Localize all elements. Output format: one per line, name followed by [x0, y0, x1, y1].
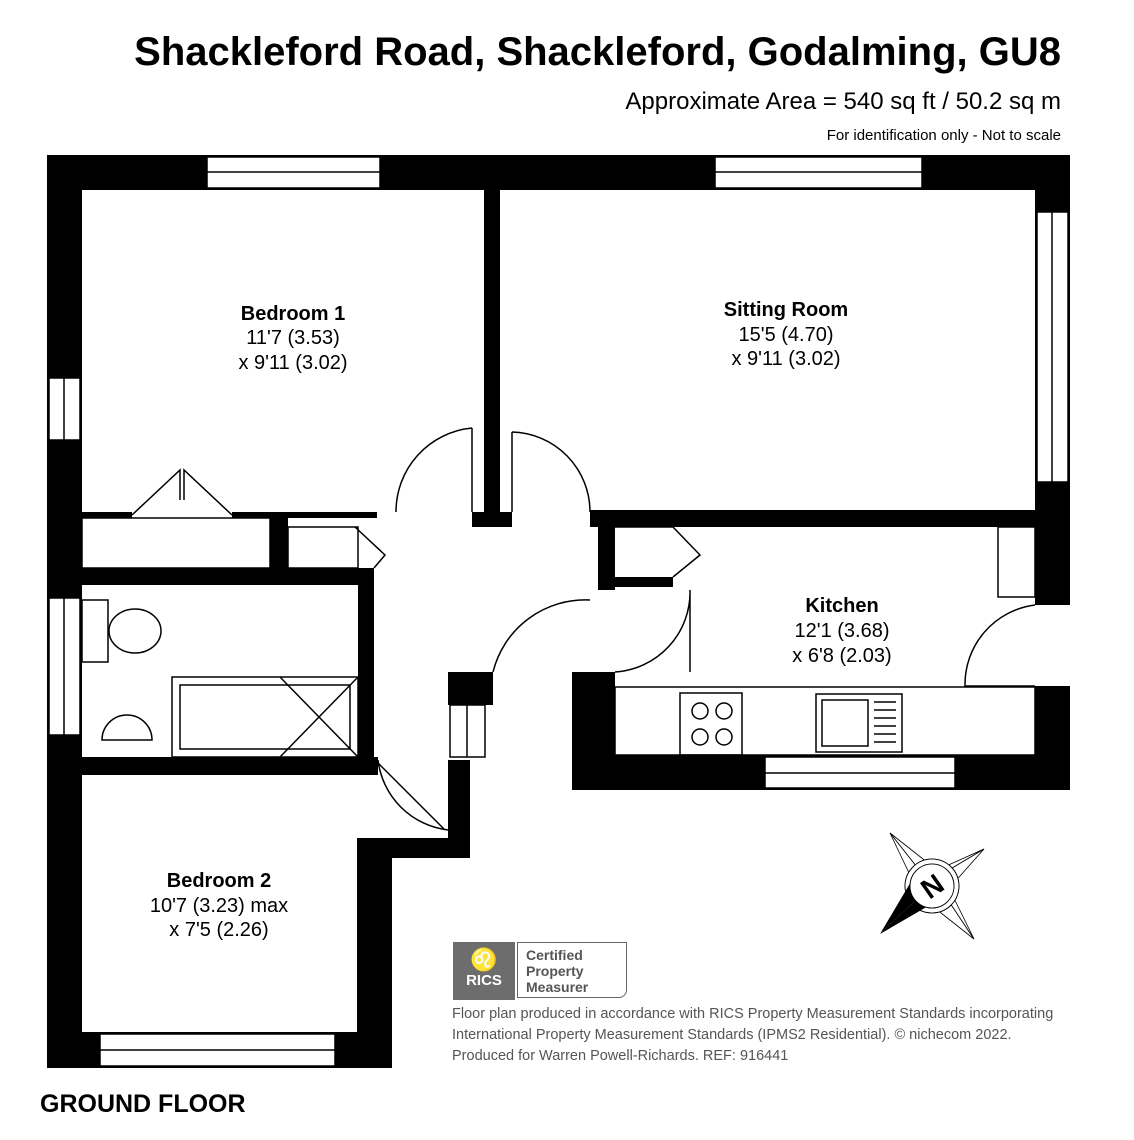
approximate-area: Approximate Area = 540 sq ft / 50.2 sq m	[625, 88, 1061, 115]
bathtub	[171, 676, 359, 758]
rics-org: RICS	[466, 972, 502, 989]
lion-icon: ♌	[470, 947, 498, 972]
room-dim: x 9'11 (3.02)	[238, 352, 347, 374]
toilet	[81, 599, 109, 663]
footer-line: Produced for Warren Powell-Richards. REF…	[452, 1048, 789, 1064]
room-dim: 10'7 (3.23) max	[150, 895, 288, 917]
room-dim: 12'1 (3.68)	[795, 620, 890, 642]
room-dim: 15'5 (4.70)	[739, 324, 834, 346]
room-dim: x 9'11 (3.02)	[731, 348, 840, 370]
sink	[815, 693, 903, 753]
room-dim: x 6'8 (2.03)	[792, 645, 891, 667]
room-name-bedroom-2: Bedroom 2	[167, 870, 271, 892]
room-name-sitting-room: Sitting Room	[724, 299, 848, 321]
doors	[131, 427, 1036, 831]
compass-icon: N	[880, 832, 985, 940]
rics-logo: ♌ RICS	[453, 942, 515, 1000]
room-name-bedroom-1: Bedroom 1	[241, 303, 345, 325]
rics-badge: ♌ RICS Certified Property Measurer	[453, 942, 629, 1000]
footer-line: Floor plan produced in accordance with R…	[452, 1006, 1054, 1022]
room-dim: x 7'5 (2.26)	[169, 919, 268, 941]
fixtures	[81, 517, 1036, 758]
badge-line: Measurer	[526, 979, 589, 995]
badge-line: Certified	[526, 947, 583, 963]
footer-line: International Property Measurement Stand…	[452, 1027, 1012, 1043]
room-dim: 11'7 (3.53)	[246, 327, 340, 349]
room-name-kitchen: Kitchen	[805, 595, 878, 617]
basin	[101, 714, 153, 741]
rics-certification: Certified Property Measurer	[517, 942, 627, 998]
badge-line: Property	[526, 963, 584, 979]
floor-label: GROUND FLOOR	[40, 1090, 246, 1118]
hob	[679, 692, 743, 756]
windows	[48, 156, 1069, 1067]
footer-note: Floor plan produced in accordance with R…	[452, 1004, 1053, 1067]
page-title: Shackleford Road, Shackleford, Godalming…	[134, 30, 1061, 74]
room-labels: Bedroom 1 11'7 (3.53) x 9'11 (3.02) Sitt…	[150, 299, 892, 941]
scale-note: For identification only - Not to scale	[826, 127, 1061, 144]
